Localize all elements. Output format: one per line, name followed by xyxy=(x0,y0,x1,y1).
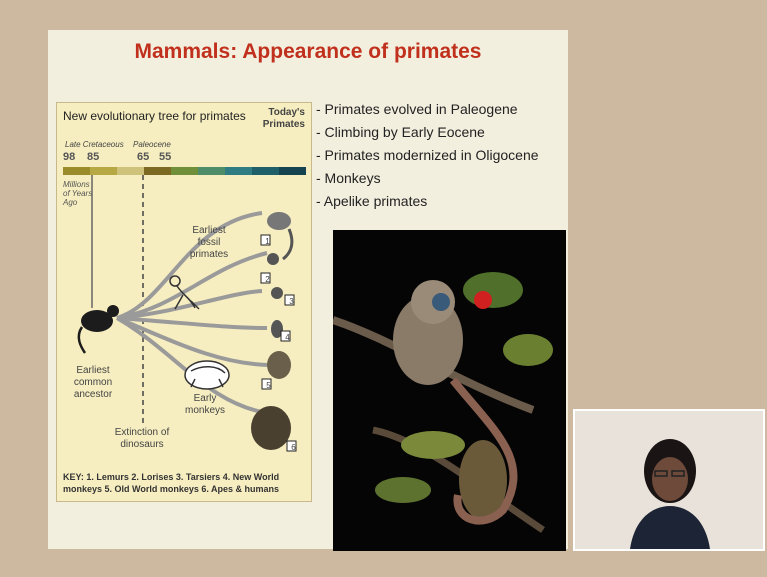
primate-number-2: 2 xyxy=(263,274,272,286)
primate-number-5: 5 xyxy=(264,380,273,392)
bullet-2: - Climbing by Early Eocene xyxy=(316,121,539,144)
ancestor-label: Earliest common ancestor xyxy=(63,365,123,401)
bullet-list: - Primates evolved in Paleogene - Climbi… xyxy=(316,98,539,213)
speaker-video xyxy=(573,409,765,551)
primate-number-6: 6 xyxy=(289,442,298,454)
evolution-tree-figure: New evolutionary tree for primates Today… xyxy=(56,102,312,502)
primate-number-4: 4 xyxy=(283,332,292,344)
tree-key: KEY: 1. Lemurs 2. Lorises 3. Tarsiers 4.… xyxy=(63,471,307,495)
bullet-3: - Primates modernized in Oligocene xyxy=(316,144,539,167)
bullet-5: - Apelike primates xyxy=(316,190,539,213)
tarsier-photo xyxy=(333,230,566,551)
primate-number-3: 3 xyxy=(287,296,296,308)
primate-number-1: 1 xyxy=(263,236,272,248)
monkeys-label: Early monkeys xyxy=(181,393,229,417)
tree-branches xyxy=(57,103,313,503)
early-monkey-icon xyxy=(185,361,229,389)
slide-title: Mammals: Appearance of primates xyxy=(48,40,568,64)
bullet-1: - Primates evolved in Paleogene xyxy=(316,98,539,121)
extinction-label: Extinction of dinosaurs xyxy=(107,427,177,451)
fossil-label: Earliest fossil primates xyxy=(183,225,235,261)
bullet-4: - Monkeys xyxy=(316,167,539,190)
